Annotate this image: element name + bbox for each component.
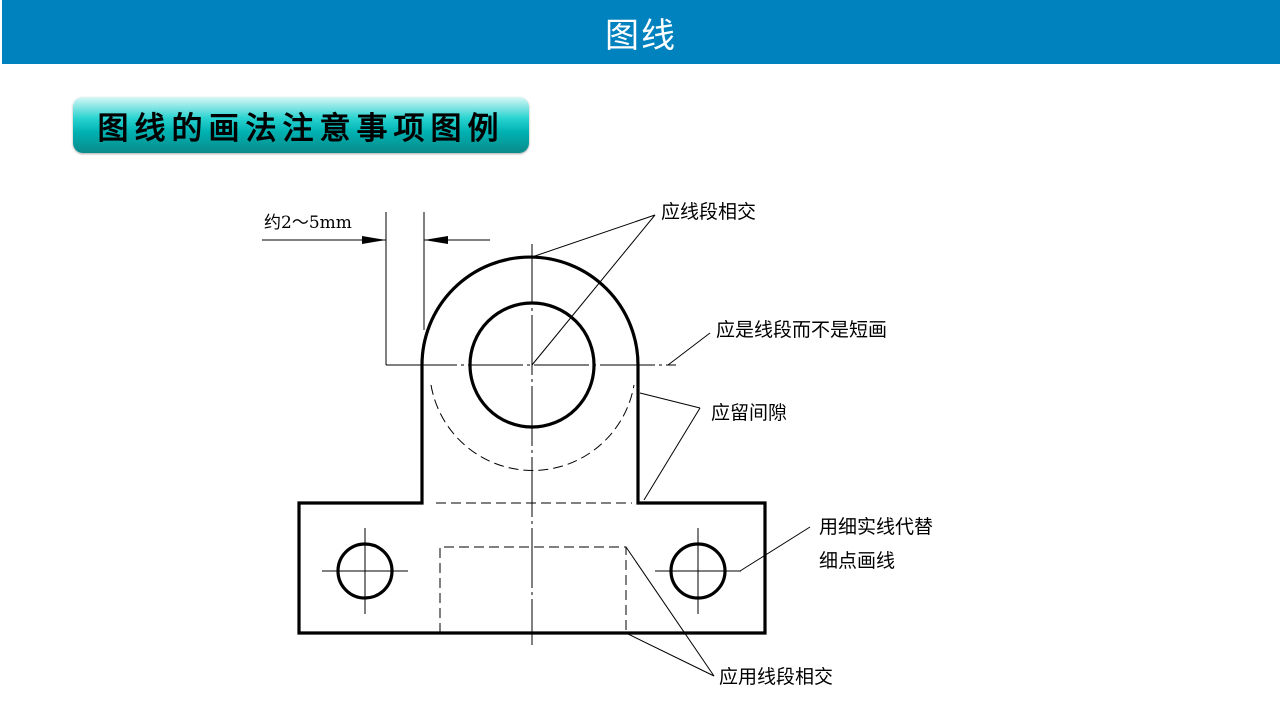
leader-segments-a	[625, 546, 715, 677]
label-thin-solid-line-1: 用细实线代替	[819, 516, 933, 538]
leader-thin-line	[739, 526, 811, 572]
leader-gap-a	[639, 392, 701, 409]
dimension-arrow-left	[362, 236, 386, 244]
leader-segments-b	[625, 632, 715, 677]
leader-segment	[667, 332, 711, 366]
leader-intersect-a	[531, 214, 656, 258]
label-intersect-with-segments: 应用线段相交	[719, 666, 833, 688]
leader-intersect-b	[531, 214, 656, 366]
section-banner-title: 图线的画法注意事项图例	[97, 110, 505, 147]
label-leave-gap: 应留间隙	[711, 402, 787, 424]
page-title: 图线	[605, 15, 677, 56]
label-intersect-segments: 应线段相交	[661, 201, 756, 223]
dimension-label: 约2～5mm	[264, 213, 352, 233]
hidden-rectangle	[439, 546, 627, 633]
part-outline	[297, 255, 767, 635]
label-thin-solid-line-2: 细点画线	[819, 550, 895, 572]
header-bar: 图线	[2, 0, 1280, 64]
leader-gap-b	[643, 407, 701, 501]
hidden-arc	[430, 384, 635, 471]
dimension-arrow-right	[424, 236, 448, 244]
section-banner: 图线的画法注意事项图例	[73, 97, 529, 153]
label-segment-not-dot: 应是线段而不是短画	[716, 319, 887, 341]
